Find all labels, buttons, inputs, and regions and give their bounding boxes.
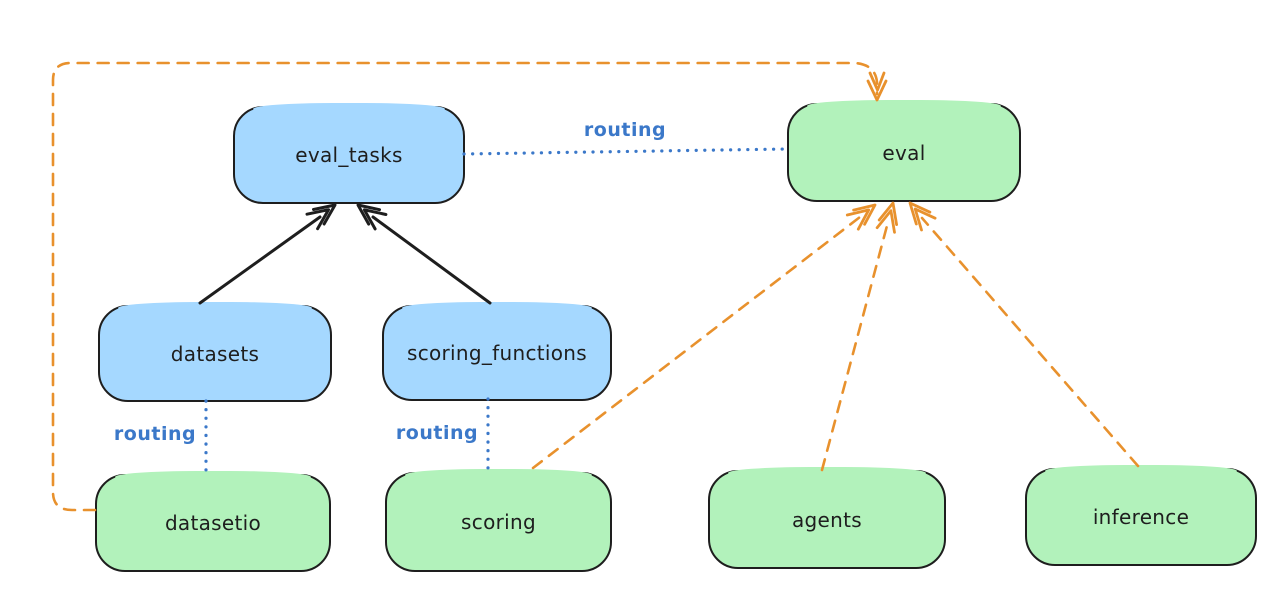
edge-datasets-to-eval_tasks [198,203,337,305]
node-datasetio: datasetio [95,471,331,572]
arrowhead-sketch [875,209,896,234]
node-inference: inference [1025,465,1257,566]
node-eval_tasks: eval_tasks [233,103,465,204]
node-datasets-label: datasets [170,341,260,366]
routing-label-datasets-datasetio: routing [113,423,197,445]
node-eval_tasks-label: eval_tasks [295,143,403,167]
arrowhead [877,201,898,226]
node-eval: eval [787,100,1021,202]
arrowhead-sketch [868,71,886,92]
node-scoring_functions: scoring_functions [382,302,612,401]
arrowhead [852,203,877,226]
node-datasetio-label: datasetio [164,511,262,535]
routing-label-scoring_functions-scoring: routing [395,422,479,444]
arrowhead [908,201,932,226]
edge-inference-to-eval [908,201,1140,468]
node-agents: agents [708,467,946,569]
arrowhead-sketch [845,208,871,231]
arrowhead-sketch [362,208,388,231]
routing-label-eval_tasks-eval: routing [583,119,667,141]
node-scoring: scoring [385,469,612,572]
node-agents-label: agents [792,507,862,532]
arrowhead-sketch [913,207,937,232]
arrowhead [356,203,381,226]
node-inference-label: inference [1092,505,1190,529]
arrowhead [312,203,337,226]
node-scoring-label: scoring [461,510,536,534]
arrowhead-sketch [305,208,330,231]
edge-scoring_functions-to-eval_tasks [356,203,492,305]
node-eval-label: eval [882,140,926,165]
node-scoring_functions-label: scoring_functions [406,341,588,365]
edge-agents-to-eval [820,201,898,472]
node-datasets: datasets [98,302,332,402]
arrowhead [866,79,888,102]
edge-eval_tasks-to-eval-routing [462,147,787,156]
